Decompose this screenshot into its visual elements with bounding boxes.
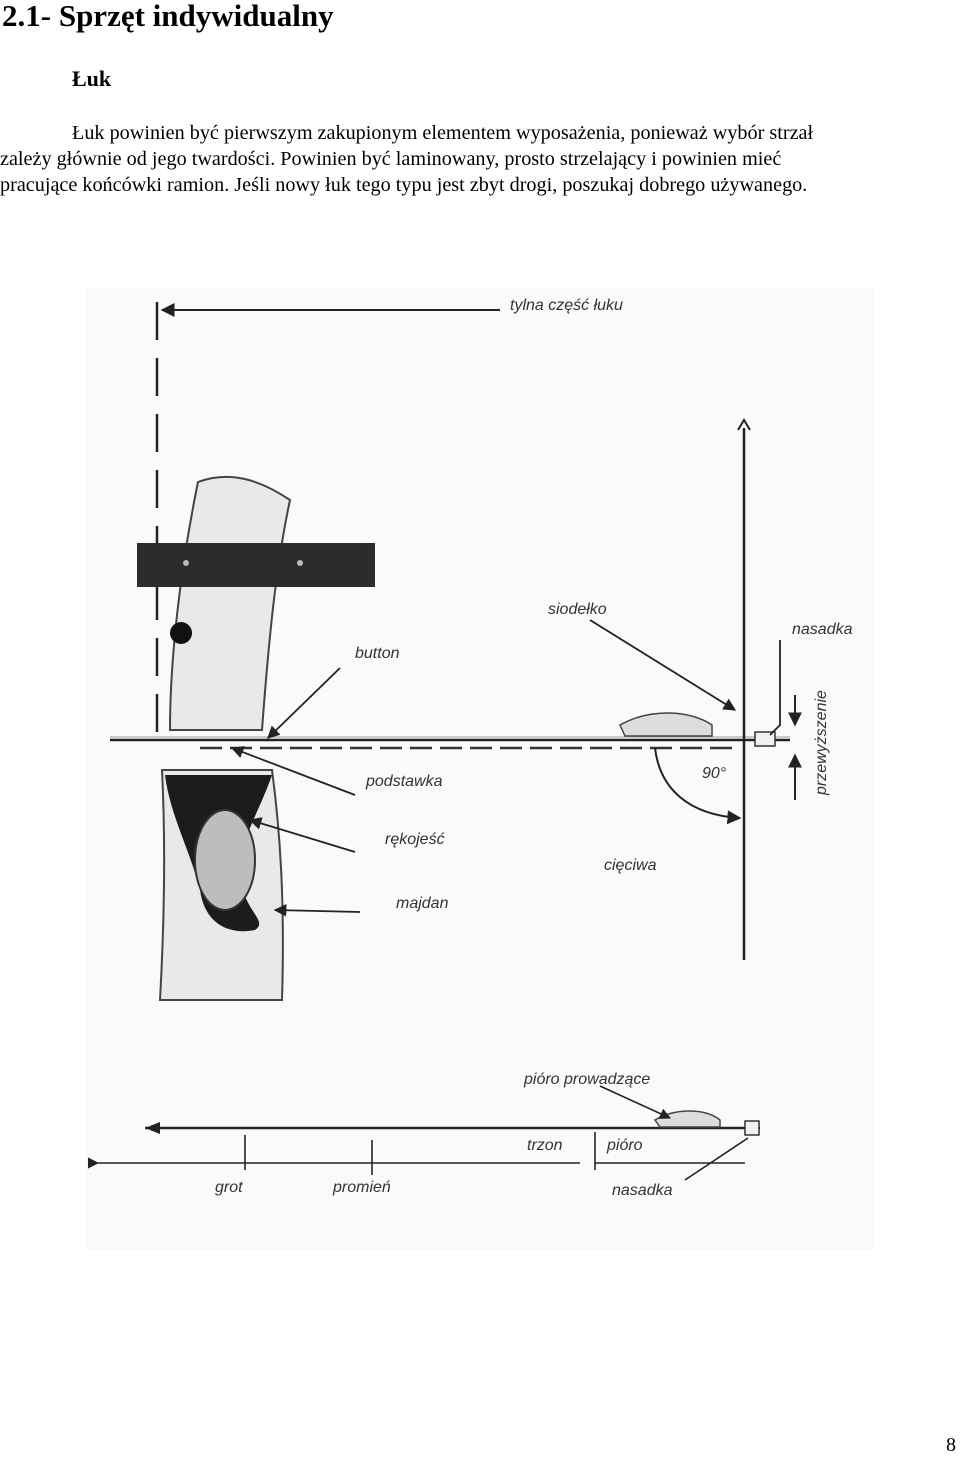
label-nasadka: nasadka [792,621,853,638]
sight-bar [137,543,375,587]
label-pioro: pióro [606,1137,643,1154]
page-number: 8 [946,1434,956,1456]
paragraph-line: Łuk powinien być pierwszym zakupionym el… [72,122,814,144]
right-angle-arc [654,747,742,825]
string-top [737,418,751,431]
bow-diagram: tylna część łuku siodełko nasadka button… [85,288,875,1250]
sight-hole [183,560,189,566]
leader-siodelko [589,619,737,711]
label-pioro-prowadzace: pióro prowadzące [523,1071,650,1088]
leader-majdan [273,903,361,917]
label-siodelko: siodełko [548,601,607,618]
label-grot: grot [215,1179,243,1196]
leader-rekojesc [248,817,356,853]
label-button: button [355,645,400,662]
label-majdan: majdan [396,895,449,912]
label-nasadka-lower: nasadka [612,1182,673,1199]
leader-podstawka [230,746,356,796]
leader-nasadka [769,640,781,736]
sight-hole [297,560,303,566]
bow-riser-upper [168,475,292,731]
label-przewyzszenie: przewyższenie [813,690,830,796]
paragraph-line: zależy głównie od jego twardości. Powini… [0,148,782,170]
label-tylna-czesc: tylna część łuku [510,297,623,314]
lower-arrow-nock [744,1120,760,1136]
nock [754,731,776,747]
subsection-heading: Łuk [72,66,112,91]
label-promien: promień [332,1179,391,1196]
label-trzon: trzon [527,1137,563,1154]
lower-arrow-point [145,1122,160,1134]
button-knob [170,622,192,644]
grip-hand-area [194,809,256,911]
paragraph-line: pracujące końcówki ramion. Jeśli nowy łu… [0,174,808,196]
leader-nasadka-lower [684,1137,749,1181]
arrow-fletching [619,712,713,737]
label-cieciwa: cięciwa [604,857,657,874]
label-angle: 90° [702,765,727,782]
body-paragraph: Łuk powinien być pierwszym zakupionym el… [0,120,960,198]
leader-button [267,667,341,739]
leader-pioro-prowadzace [599,1085,672,1119]
label-podstawka: podstawka [365,773,443,790]
bow-diagram-figure: tylna część łuku siodełko nasadka button… [0,270,960,1250]
section-heading: 2.1- Sprzęt indywidualny [2,0,334,33]
label-rekojesc: rękojeść [385,831,445,848]
